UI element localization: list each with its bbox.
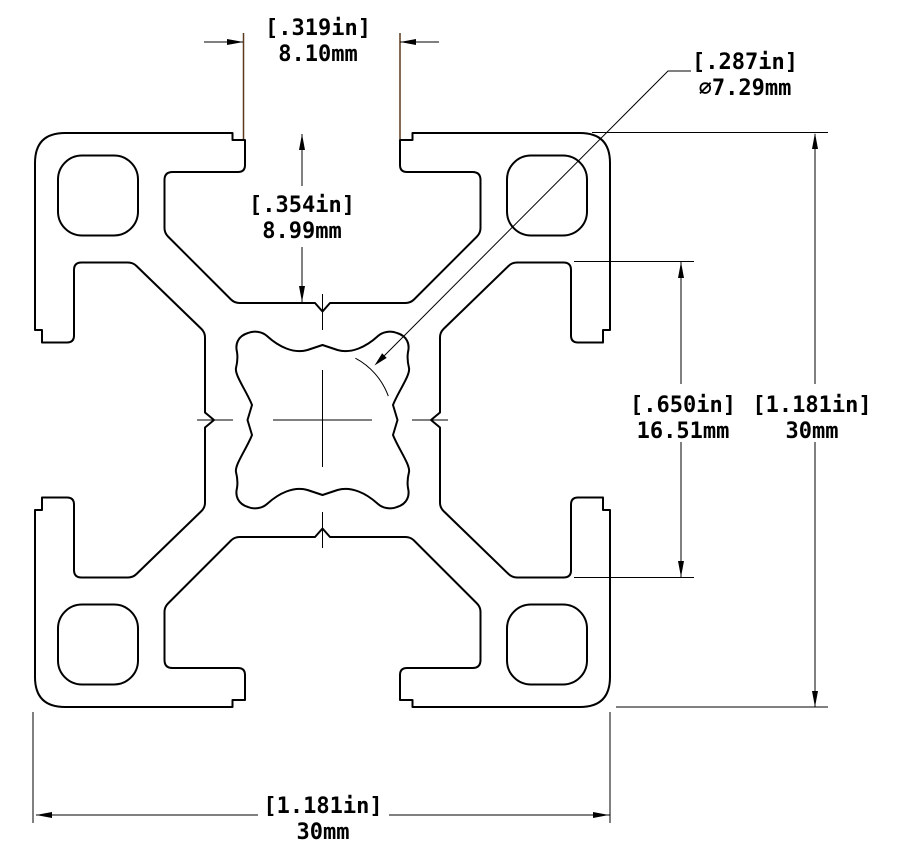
- dim-slot-width-mm: 8.10mm: [278, 42, 358, 67]
- dim-slot-depth-inch: [.354in]: [249, 193, 355, 218]
- corner-bore-hole-bottom-right: [506, 603, 588, 686]
- center-crosshair: [273, 370, 372, 467]
- arrowhead: [400, 39, 416, 45]
- corner-bore-holes: [57, 154, 588, 686]
- dim-profile-width: [1.181in] 30mm: [263, 794, 382, 846]
- extension-lines-cavity-width: [574, 261, 694, 578]
- dim-slot-depth-mm: 8.99mm: [262, 219, 342, 244]
- arrowhead: [299, 286, 305, 302]
- dim-profile-width-mm: 30mm: [296, 820, 350, 845]
- arrowhead: [227, 39, 244, 45]
- arrowhead: [36, 812, 52, 818]
- bore-diameter-arc: [355, 357, 389, 397]
- dim-cavity-width: [.650in] 16.51mm: [630, 393, 736, 445]
- corner-bore-hole-bottom-left: [57, 603, 139, 686]
- arrowhead: [678, 262, 684, 278]
- arrowhead: [812, 691, 818, 707]
- dim-center-bore-inch: [.287in]: [692, 50, 798, 75]
- dim-profile-width-lines: [32, 712, 611, 823]
- extension-lines-profile-width: [32, 712, 611, 823]
- dim-cavity-width-mm: 16.51mm: [636, 419, 730, 444]
- dim-profile-width-inch: [1.181in]: [263, 794, 383, 819]
- dim-slot-depth: [.354in] 8.99mm: [249, 193, 355, 245]
- arrowhead: [678, 561, 684, 577]
- dim-center-bore: [.287in] ∅7.29mm: [692, 50, 798, 102]
- corner-bore-hole-top-left: [57, 154, 139, 237]
- arrowhead: [812, 133, 818, 149]
- leader-line-center-bore: [384, 70, 691, 356]
- slot-center-ticks: [197, 294, 448, 548]
- arrowhead: [299, 134, 305, 150]
- dim-center-bore-leader: [374, 70, 691, 366]
- arrowhead: [593, 812, 609, 818]
- dim-profile-height-mm: 30mm: [785, 419, 839, 444]
- arrowhead: [374, 353, 387, 366]
- center-bore-hole: [234, 330, 411, 510]
- profile-outline: [34, 132, 611, 708]
- dim-slot-depth-lines: [299, 134, 305, 302]
- extension-lines-profile-height: [592, 132, 828, 708]
- dim-slot-width-lines: [204, 33, 439, 139]
- dim-cavity-width-lines: [574, 261, 694, 578]
- dim-profile-height: [1.181in] 30mm: [752, 393, 871, 445]
- extension-lines-slot-width: [242, 33, 401, 139]
- dim-profile-height-inch: [1.181in]: [752, 393, 872, 418]
- corner-bore-hole-top-right: [506, 154, 588, 237]
- dim-center-bore-mm: ∅7.29mm: [698, 76, 792, 101]
- dim-slot-width-inch: [.319in]: [265, 16, 371, 41]
- dim-slot-width: [.319in] 8.10mm: [265, 16, 371, 68]
- dim-profile-height-lines: [592, 132, 828, 708]
- dim-cavity-width-inch: [.650in]: [630, 393, 736, 418]
